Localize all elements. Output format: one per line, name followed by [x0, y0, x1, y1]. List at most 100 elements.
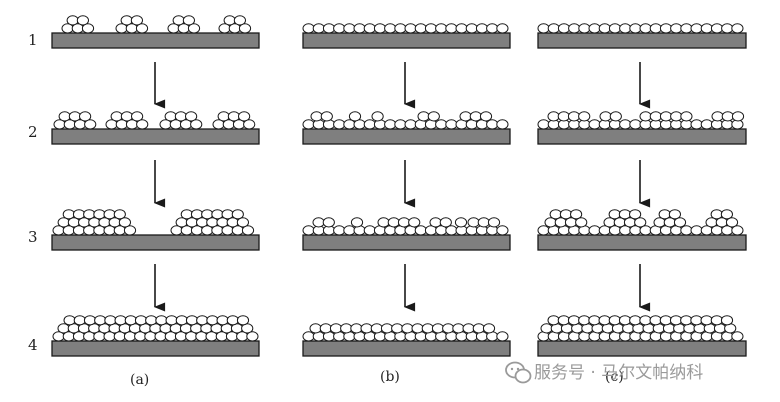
substrate-a-1 [51, 32, 260, 49]
layer-c-1 [659, 23, 673, 34]
island-a-2 [238, 111, 251, 122]
island-a-3 [123, 225, 137, 236]
island-a-1 [233, 15, 246, 26]
layer-c-1 [690, 23, 703, 34]
film-a-4 [185, 315, 199, 326]
layer-b-2 [394, 119, 407, 130]
layer-c-3 [673, 217, 687, 228]
layer-b-4 [411, 323, 424, 334]
layer-b-1 [496, 23, 509, 34]
layer-c-4 [557, 315, 570, 326]
layer-c-3 [618, 209, 632, 220]
layer-c-3 [629, 209, 642, 220]
layer-c-3 [559, 209, 573, 220]
layer-b-4 [391, 323, 404, 334]
layer-c-3 [608, 209, 621, 220]
layer-b-3 [454, 217, 468, 228]
layer-b-2 [320, 111, 333, 122]
layer-c-3 [725, 217, 739, 228]
layer-c-4 [639, 315, 652, 326]
film-a-4 [165, 315, 178, 326]
film-a-4 [63, 315, 76, 326]
layer-b-2 [384, 119, 397, 130]
layer-b-1 [404, 23, 417, 34]
layer-c-1 [700, 23, 713, 34]
layer-b-4 [329, 323, 343, 334]
layer-c-2 [731, 111, 745, 122]
film-a-4 [83, 315, 97, 326]
layer-c-3 [634, 217, 647, 228]
layer-b-1 [486, 23, 499, 34]
layer-c-2 [711, 111, 724, 122]
layer-c-3 [710, 209, 723, 220]
layer-c-2 [690, 119, 703, 130]
layer-c-1 [537, 23, 550, 34]
layer-c-4 [608, 315, 621, 326]
layer-c-3 [549, 209, 562, 220]
layer-c-2 [599, 111, 612, 122]
layer-c-4 [567, 315, 581, 326]
film-a-4 [226, 315, 239, 326]
layer-c-4 [588, 315, 601, 326]
film-a-4 [124, 315, 137, 326]
layer-c-1 [608, 23, 622, 34]
layer-b-1 [414, 23, 427, 34]
layer-b-4 [482, 323, 496, 334]
layer-b-3 [343, 225, 356, 236]
island-a-1 [130, 15, 143, 26]
island-a-1 [187, 23, 201, 34]
layer-b-2 [459, 111, 472, 122]
layer-b-2 [445, 119, 458, 130]
layer-b-4 [401, 323, 414, 334]
layer-c-1 [670, 23, 683, 34]
layer-c-2 [639, 111, 652, 122]
film-a-4 [175, 315, 188, 326]
layer-c-1 [710, 23, 724, 34]
island-a-3 [113, 209, 126, 220]
layer-c-2 [567, 111, 581, 122]
film-a-4 [155, 315, 168, 326]
column-label-c: (c) [605, 369, 624, 385]
substrate-a-3 [51, 234, 260, 251]
row-label-3: 3 [28, 228, 38, 246]
layer-c-2 [649, 111, 662, 122]
layer-b-2 [310, 111, 323, 122]
island-a-1 [81, 23, 95, 34]
island-a-1 [182, 15, 195, 26]
layer-c-2 [659, 111, 673, 122]
island-a-2 [110, 111, 123, 122]
island-a-3 [103, 209, 116, 220]
layer-b-2 [435, 119, 448, 130]
watermark-text: 服务号 · 马尔文帕纳科 [534, 363, 703, 383]
layer-c-4 [649, 315, 662, 326]
island-a-1 [66, 15, 79, 26]
layer-b-1 [343, 23, 356, 34]
substrate-c-3 [537, 234, 747, 251]
island-a-3 [180, 209, 193, 220]
column-label-a: (a) [130, 372, 149, 388]
layer-c-4 [700, 315, 713, 326]
layer-b-2 [348, 111, 362, 122]
layer-b-4 [380, 323, 394, 334]
film-a-4 [145, 315, 158, 326]
layer-c-4 [669, 315, 683, 326]
island-a-1 [238, 23, 252, 34]
layer-c-3 [570, 209, 583, 220]
layer-c-1 [557, 23, 571, 34]
layer-b-1 [435, 23, 448, 34]
island-a-2 [68, 111, 82, 122]
film-a-4 [94, 315, 107, 326]
layer-b-1 [353, 23, 366, 34]
layer-b-2 [496, 119, 509, 130]
layer-c-4 [731, 331, 744, 342]
layer-b-4 [350, 323, 363, 334]
island-a-3 [118, 217, 132, 228]
layer-b-1 [465, 23, 478, 34]
layer-c-3 [720, 209, 734, 220]
layer-c-1 [731, 23, 744, 34]
arrow-layer [153, 62, 651, 312]
layer-c-2 [700, 119, 713, 130]
layer-c-1 [598, 23, 611, 34]
island-a-3 [190, 209, 204, 220]
layer-b-1 [302, 23, 315, 34]
